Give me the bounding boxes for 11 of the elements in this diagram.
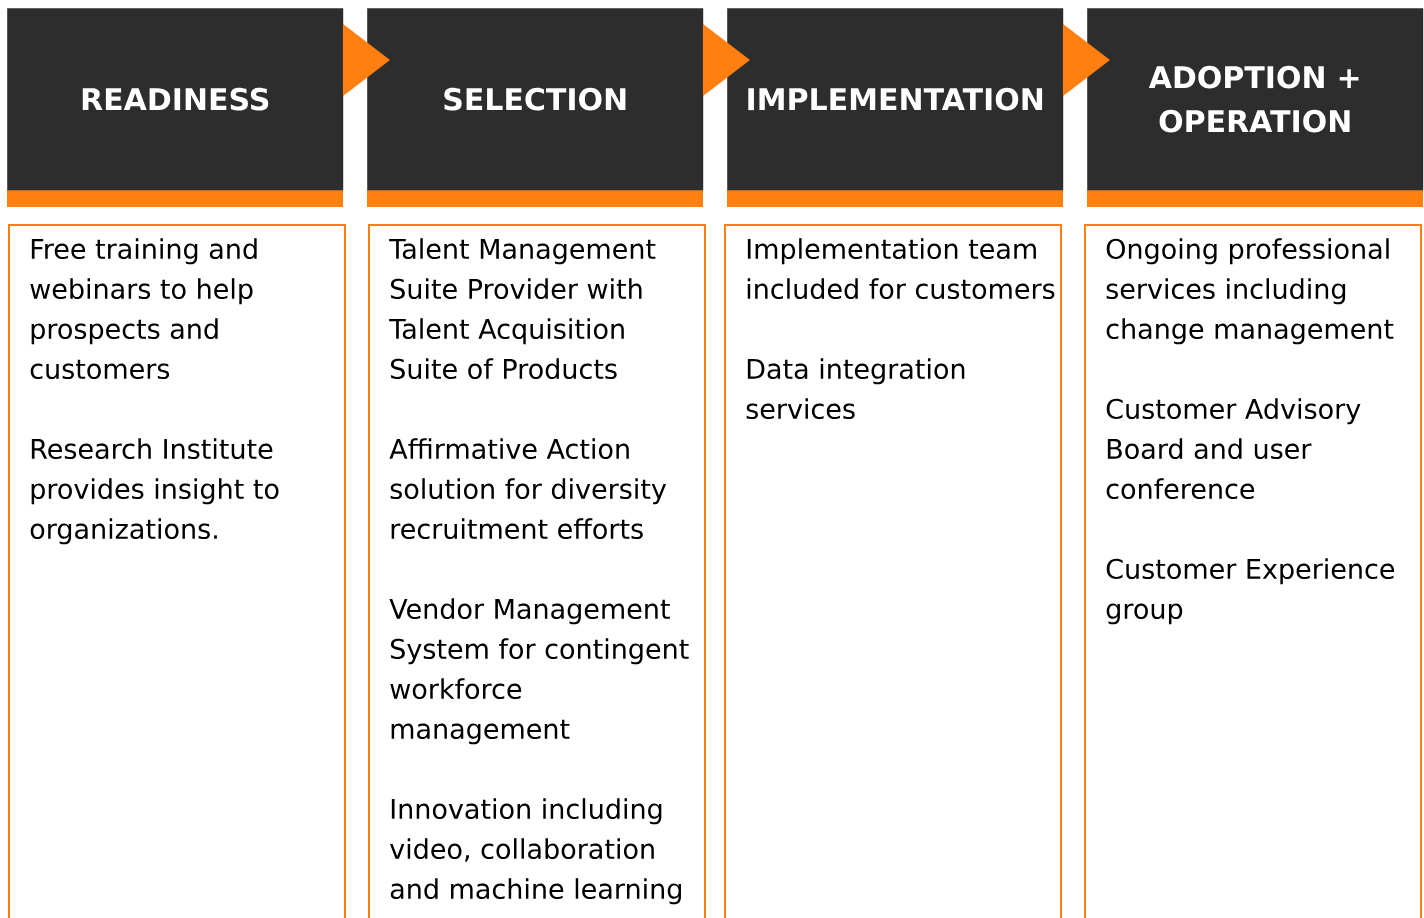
description-box: Implementation team included for customers Data integration services xyxy=(724,224,1062,918)
description-box: Talent Management Suite Provider with Talent Acquisition Suite of Products Affirmative Action solution for diversity recruitment efforts Vendor Management System for contingent workforce management Innovation including video, collaboration and machine learning xyxy=(368,224,706,918)
stage-header: IMPLEMENTATION xyxy=(727,8,1064,207)
stage-header: ADOPTION + OPERATION xyxy=(1087,8,1424,207)
description-box: Ongoing professional services including change management Customer Advisory Board and user conference Customer Experience group xyxy=(1084,224,1422,918)
stage-header: READINESS xyxy=(7,8,344,207)
description-box: Free training and webinars to help prospects and customers Research Institute provides insight to organizations. xyxy=(8,224,346,918)
stage-header: SELECTION xyxy=(367,8,704,207)
chevron-arrow xyxy=(1063,24,1110,96)
chevron-arrow xyxy=(703,24,750,96)
chevron-arrow xyxy=(342,24,390,96)
